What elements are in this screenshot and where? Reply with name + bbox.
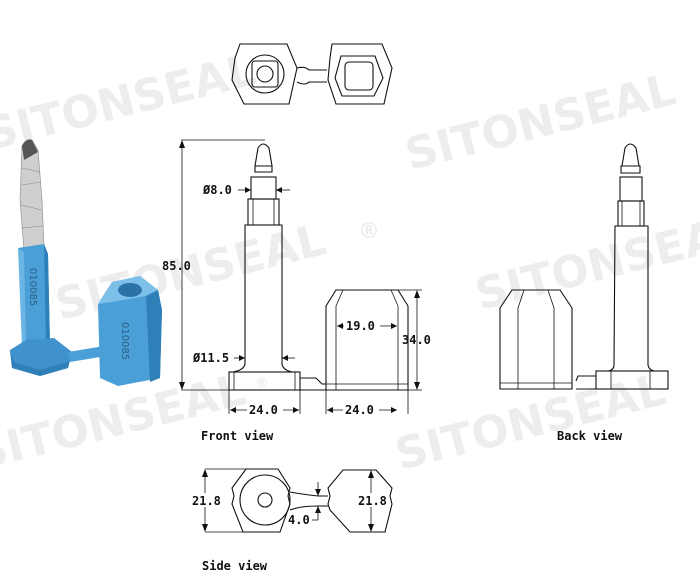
dim-total-height: 85.0 bbox=[162, 259, 191, 273]
front-view: 85.0 Ø8.0 Ø11.5 24.0 24.0 19.0 bbox=[162, 139, 431, 443]
dim-pin-diameter: Ø8.0 bbox=[202, 183, 232, 197]
dim-cap-inner-width: 19.0 bbox=[346, 319, 375, 333]
watermark-right-mid: SITONSEAL bbox=[470, 204, 700, 320]
cap-serial-number: 010085 bbox=[119, 322, 130, 360]
front-view-caption: Front view bbox=[201, 429, 274, 443]
seal-strap bbox=[68, 346, 106, 362]
dim-shaft-diameter: Ø11.5 bbox=[192, 351, 229, 365]
dim-side-right-height: 21.8 bbox=[358, 494, 387, 508]
seal-shaft bbox=[18, 244, 50, 348]
watermark-registered-mark: ® bbox=[358, 219, 380, 244]
back-view-caption: Back view bbox=[557, 429, 623, 443]
dim-cap-height: 34.0 bbox=[402, 333, 431, 347]
dim-cap-width: 24.0 bbox=[345, 403, 374, 417]
watermark-bottom-right: SITONSEAL bbox=[390, 364, 670, 480]
pin-serial-number: 010085 bbox=[27, 268, 38, 306]
side-view: 21.8 21.8 4.0 Side view bbox=[190, 468, 393, 573]
watermark-registered-small: ® bbox=[255, 376, 269, 392]
pin-tip-icon bbox=[22, 139, 38, 160]
dim-side-left-height: 21.8 bbox=[192, 494, 221, 508]
dim-base-width: 24.0 bbox=[249, 403, 278, 417]
top-view bbox=[231, 43, 393, 105]
back-view: Back view bbox=[499, 143, 669, 443]
dim-strap-width: 4.0 bbox=[288, 513, 310, 527]
seal-cap bbox=[98, 276, 162, 386]
watermark-top-left: SITONSEAL bbox=[0, 44, 261, 160]
product-photo: 010085 010085 bbox=[10, 139, 162, 386]
side-view-caption: Side view bbox=[202, 559, 268, 573]
